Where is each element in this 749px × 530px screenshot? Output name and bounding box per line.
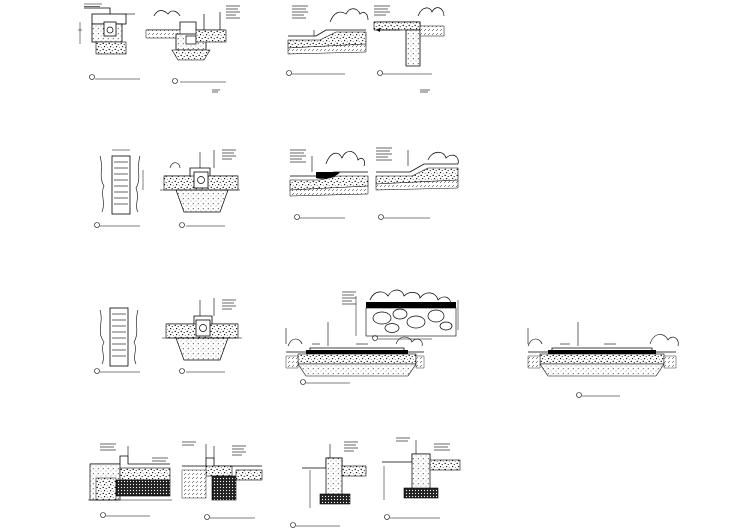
detail-marker-icon: [372, 335, 378, 341]
planted-bank-detail: [289, 149, 369, 220]
callout-lines: [292, 5, 308, 19]
detail-marker-icon: [100, 512, 106, 518]
detail-marker-icon: [94, 222, 100, 228]
curb-section-detail: [88, 443, 172, 518]
detail-marker-icon: [384, 514, 390, 520]
callout-lines: [84, 3, 102, 7]
detail-marker-icon: [300, 379, 306, 385]
detail-marker-icon: [378, 214, 384, 220]
detail-marker-icon: [94, 368, 100, 374]
wall-footing-detail: [382, 437, 461, 520]
curb-section-detail: [181, 441, 263, 520]
callout-lines: [376, 147, 392, 161]
wall-footing-detail: [290, 441, 367, 528]
edge-section-detail: [373, 5, 445, 93]
detail-marker-icon: [204, 514, 210, 520]
detail-marker-icon: [286, 70, 292, 76]
drain-section-detail: [145, 5, 240, 93]
callout-lines: [342, 291, 356, 305]
callout-lines: [374, 5, 390, 16]
detail-marker-icon: [172, 78, 178, 84]
callout-lines: [182, 441, 246, 456]
drain-section-detail: [78, 3, 140, 80]
callout-lines: [100, 443, 168, 462]
callout-lines: [396, 437, 450, 451]
drain-section-detail: [160, 149, 240, 228]
detail-marker-icon: [179, 222, 185, 228]
callout-lines: [222, 299, 236, 310]
detail-marker-icon: [290, 522, 296, 528]
drain-plan-detail: [94, 149, 144, 228]
rock-bank-detail: [342, 289, 459, 341]
path-section-detail: [527, 322, 679, 398]
detail-marker-icon: [377, 70, 383, 76]
callout-lines: [290, 149, 306, 163]
detail-marker-icon: [294, 214, 300, 220]
planted-bank-detail: [375, 147, 459, 220]
callout-lines: [344, 441, 358, 452]
detail-marker-icon: [576, 392, 582, 398]
callout-lines: [222, 149, 236, 160]
callout-lines: [226, 5, 240, 19]
detail-marker-icon: [89, 74, 95, 80]
drain-plan-detail: [94, 307, 140, 374]
drain-section-detail: [162, 298, 242, 374]
detail-marker-icon: [179, 368, 185, 374]
path-section-detail: [285, 322, 425, 385]
edge-section-detail: [286, 5, 369, 76]
